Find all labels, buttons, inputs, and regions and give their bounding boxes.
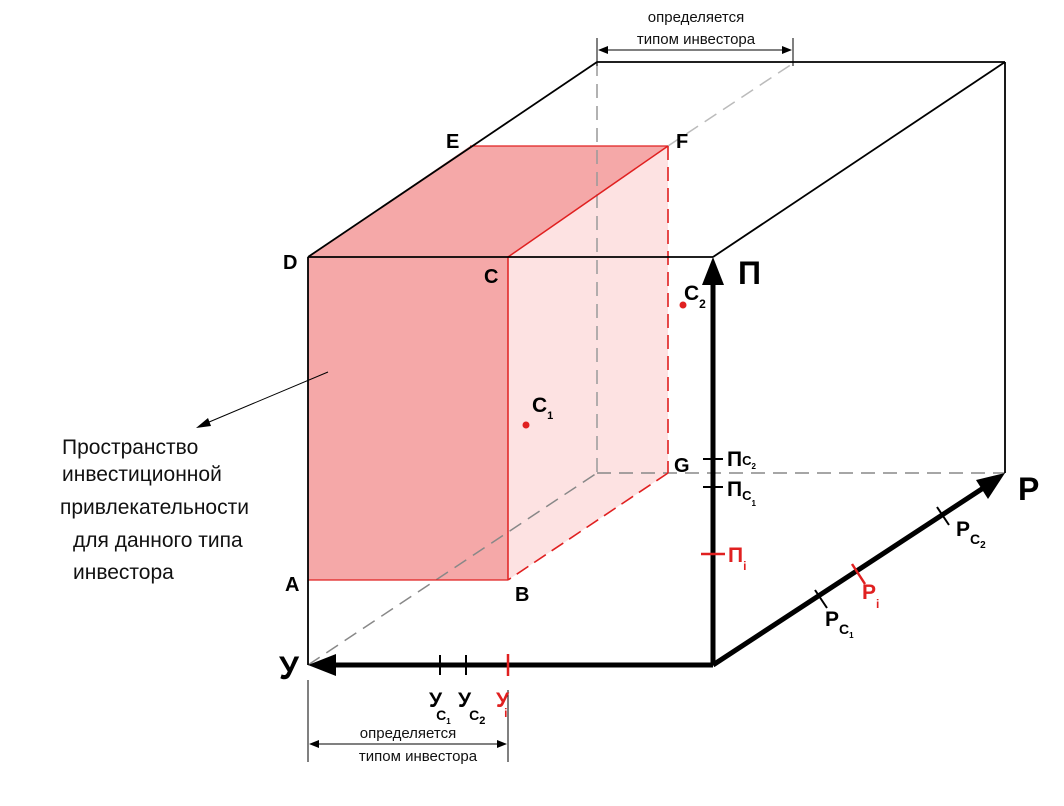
tick-r-c1 [814, 589, 828, 609]
bottom-dim-label-line2: типом инвестора [359, 748, 478, 765]
caption-line-1: Пространство [62, 436, 199, 459]
tick-r-c2 [936, 506, 950, 526]
caption-pointer-arrowhead [196, 418, 211, 428]
point-label-a: A [285, 574, 299, 596]
point-label-e: E [446, 131, 459, 153]
tick-r-i [850, 563, 867, 585]
cube-edges [307, 61, 1006, 665]
bottom-dim-arrow-left [309, 740, 319, 748]
region-edge-c-f [507, 145, 669, 258]
point-label-c: C [484, 266, 498, 288]
caption-line-3: привлекательности [60, 496, 249, 519]
company-point-c2 [679, 301, 687, 309]
company-point-c1 [522, 421, 530, 429]
axis-p-arrowhead [702, 257, 724, 285]
axis-label-r: Р [1018, 471, 1039, 507]
r-tick-label-i: Рi [862, 581, 879, 611]
top-dim-label-line2: типом инвестора [637, 31, 756, 48]
region-side-face [508, 146, 668, 580]
point-label-g: G [674, 455, 690, 477]
company-label-c2: С2 [684, 282, 706, 311]
p-tick-label-c2: ПС2 [727, 448, 756, 471]
r-tick-label-c1: РС1 [825, 608, 854, 640]
axis-label-u: У [279, 650, 300, 686]
region-top-face [308, 146, 668, 257]
top-dim-arrow-left [598, 46, 608, 54]
caption-pointer-line [201, 371, 329, 426]
point-label-d: D [283, 252, 297, 274]
axis-r-arrowhead [976, 473, 1005, 499]
axis-u-arrowhead [308, 654, 336, 676]
hidden-edge-top-right [667, 61, 796, 147]
top-dim-arrow-right [782, 46, 792, 54]
top-dim-label-line1: определяется [648, 9, 744, 26]
company-label-c1: С1 [532, 394, 553, 422]
p-tick-label-c1: ПС1 [727, 478, 756, 508]
axis-label-p: П [738, 255, 761, 291]
bottom-dim-arrow-right [497, 740, 507, 748]
hidden-edge-depth [307, 472, 598, 666]
region-edge-g-b [507, 472, 669, 581]
point-label-f: F [676, 131, 688, 153]
caption-line-4: для данного типа [73, 529, 243, 552]
point-label-b: B [515, 584, 529, 606]
region-front-face [308, 257, 508, 580]
caption-line-5: инвестора [73, 561, 174, 584]
bottom-dim-label-line1: определяется [360, 725, 456, 742]
p-tick-label-i: Пi [728, 544, 746, 573]
r-tick-label-c2: РС2 [956, 518, 986, 551]
caption-line-2: инвестиционной [62, 463, 222, 486]
axis-r [711, 478, 996, 668]
